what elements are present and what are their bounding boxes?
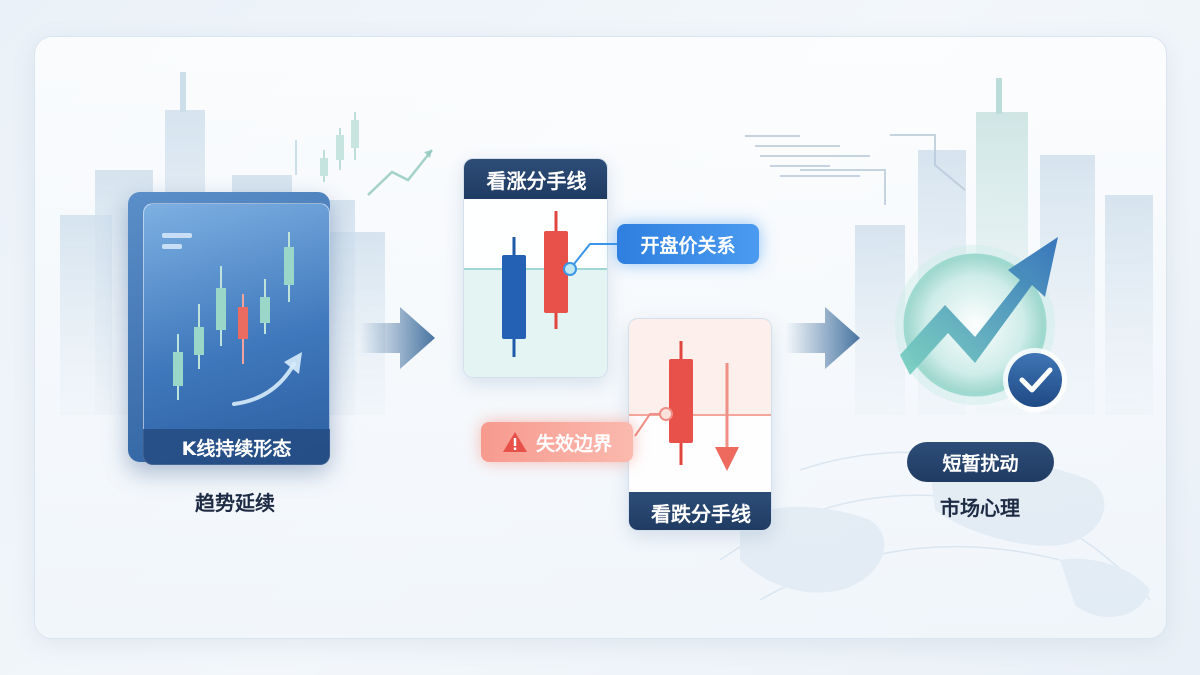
- right-caption: 市场心理: [940, 496, 1020, 520]
- pattern-card: [143, 203, 330, 465]
- flow-arrows: [360, 307, 860, 369]
- bullish-chart: [464, 211, 607, 377]
- open-price-callout: 开盘价关系: [617, 224, 759, 264]
- bearish-card-candle: [669, 359, 693, 443]
- bearish-connector: [634, 407, 673, 437]
- bearish-candle: [502, 255, 526, 339]
- card-candlestick-chart: [162, 232, 302, 406]
- card-candles: [173, 232, 294, 400]
- failure-boundary-callout: 失效边界: [481, 422, 633, 462]
- world-map: [719, 451, 1151, 617]
- warning-icon: [502, 432, 527, 452]
- failure-boundary-label: 失效边界: [535, 432, 612, 455]
- bullish-connector: [563, 243, 622, 276]
- short-disturbance-badge: 短暂扰动: [907, 442, 1054, 482]
- bearish-card: 看跌分手线: [628, 318, 772, 531]
- decor-trend-line: [367, 149, 433, 196]
- card-label: K线持续形态: [143, 429, 330, 465]
- decor-text-lines: [745, 134, 966, 205]
- trend-check-icon: [895, 237, 1067, 412]
- bullish-candle: [544, 231, 568, 313]
- decor-candles: [295, 112, 359, 182]
- bullish-title: 看涨分手线: [464, 159, 607, 199]
- bearish-title: 看跌分手线: [629, 492, 771, 530]
- bullish-card: 看涨分手线: [463, 158, 608, 378]
- left-caption: 趋势延续: [195, 491, 275, 515]
- bearish-chart: [629, 319, 771, 471]
